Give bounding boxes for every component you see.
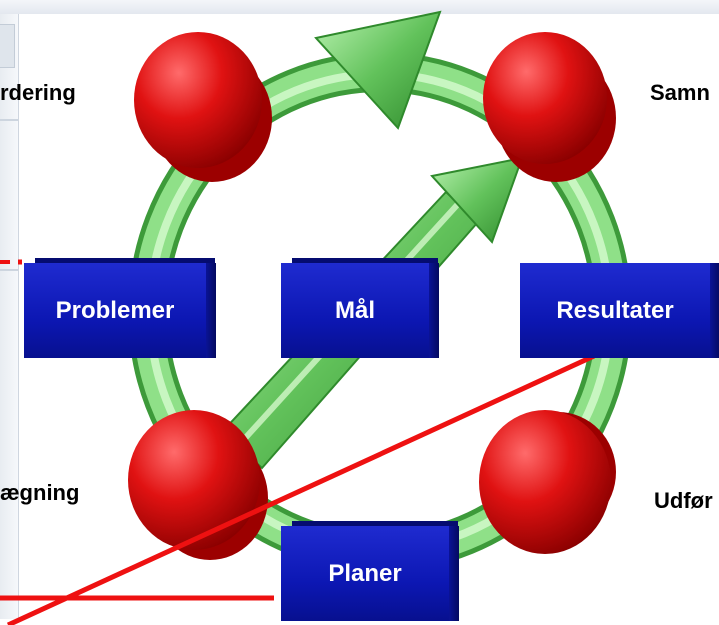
left-panel-tab[interactable]: [0, 24, 15, 68]
cycle-arrow-head-icon: [314, 10, 442, 130]
node-bottom-left: [128, 410, 268, 560]
stage-label-bottom-left: ægning: [0, 480, 80, 505]
box-plans: Planer: [281, 526, 459, 621]
stage-label-top-left: rdering: [0, 80, 76, 105]
box-goals-label: Mål: [334, 296, 375, 324]
box-results: Resultater: [520, 263, 719, 358]
node-top-right: [483, 32, 616, 182]
box-problems-label: Problemer: [55, 296, 175, 324]
connector-lines: [0, 259, 596, 625]
stage-label-bottom-right: Udfør: [654, 488, 713, 513]
box-problems: Problemer: [24, 263, 216, 358]
window-top-strip: [0, 0, 719, 14]
node-bottom-right: [479, 410, 616, 554]
node-top-left: [134, 32, 272, 182]
left-panel: [0, 14, 19, 619]
left-panel-divider: [0, 119, 18, 121]
box-goals: Mål: [281, 263, 439, 358]
arrow-head-icon: [430, 156, 524, 244]
box-plans-label: Planer: [328, 559, 402, 587]
stage-label-top-right: Samn: [650, 80, 710, 105]
left-panel-divider: [0, 269, 18, 271]
box-results-label: Resultater: [556, 296, 674, 324]
